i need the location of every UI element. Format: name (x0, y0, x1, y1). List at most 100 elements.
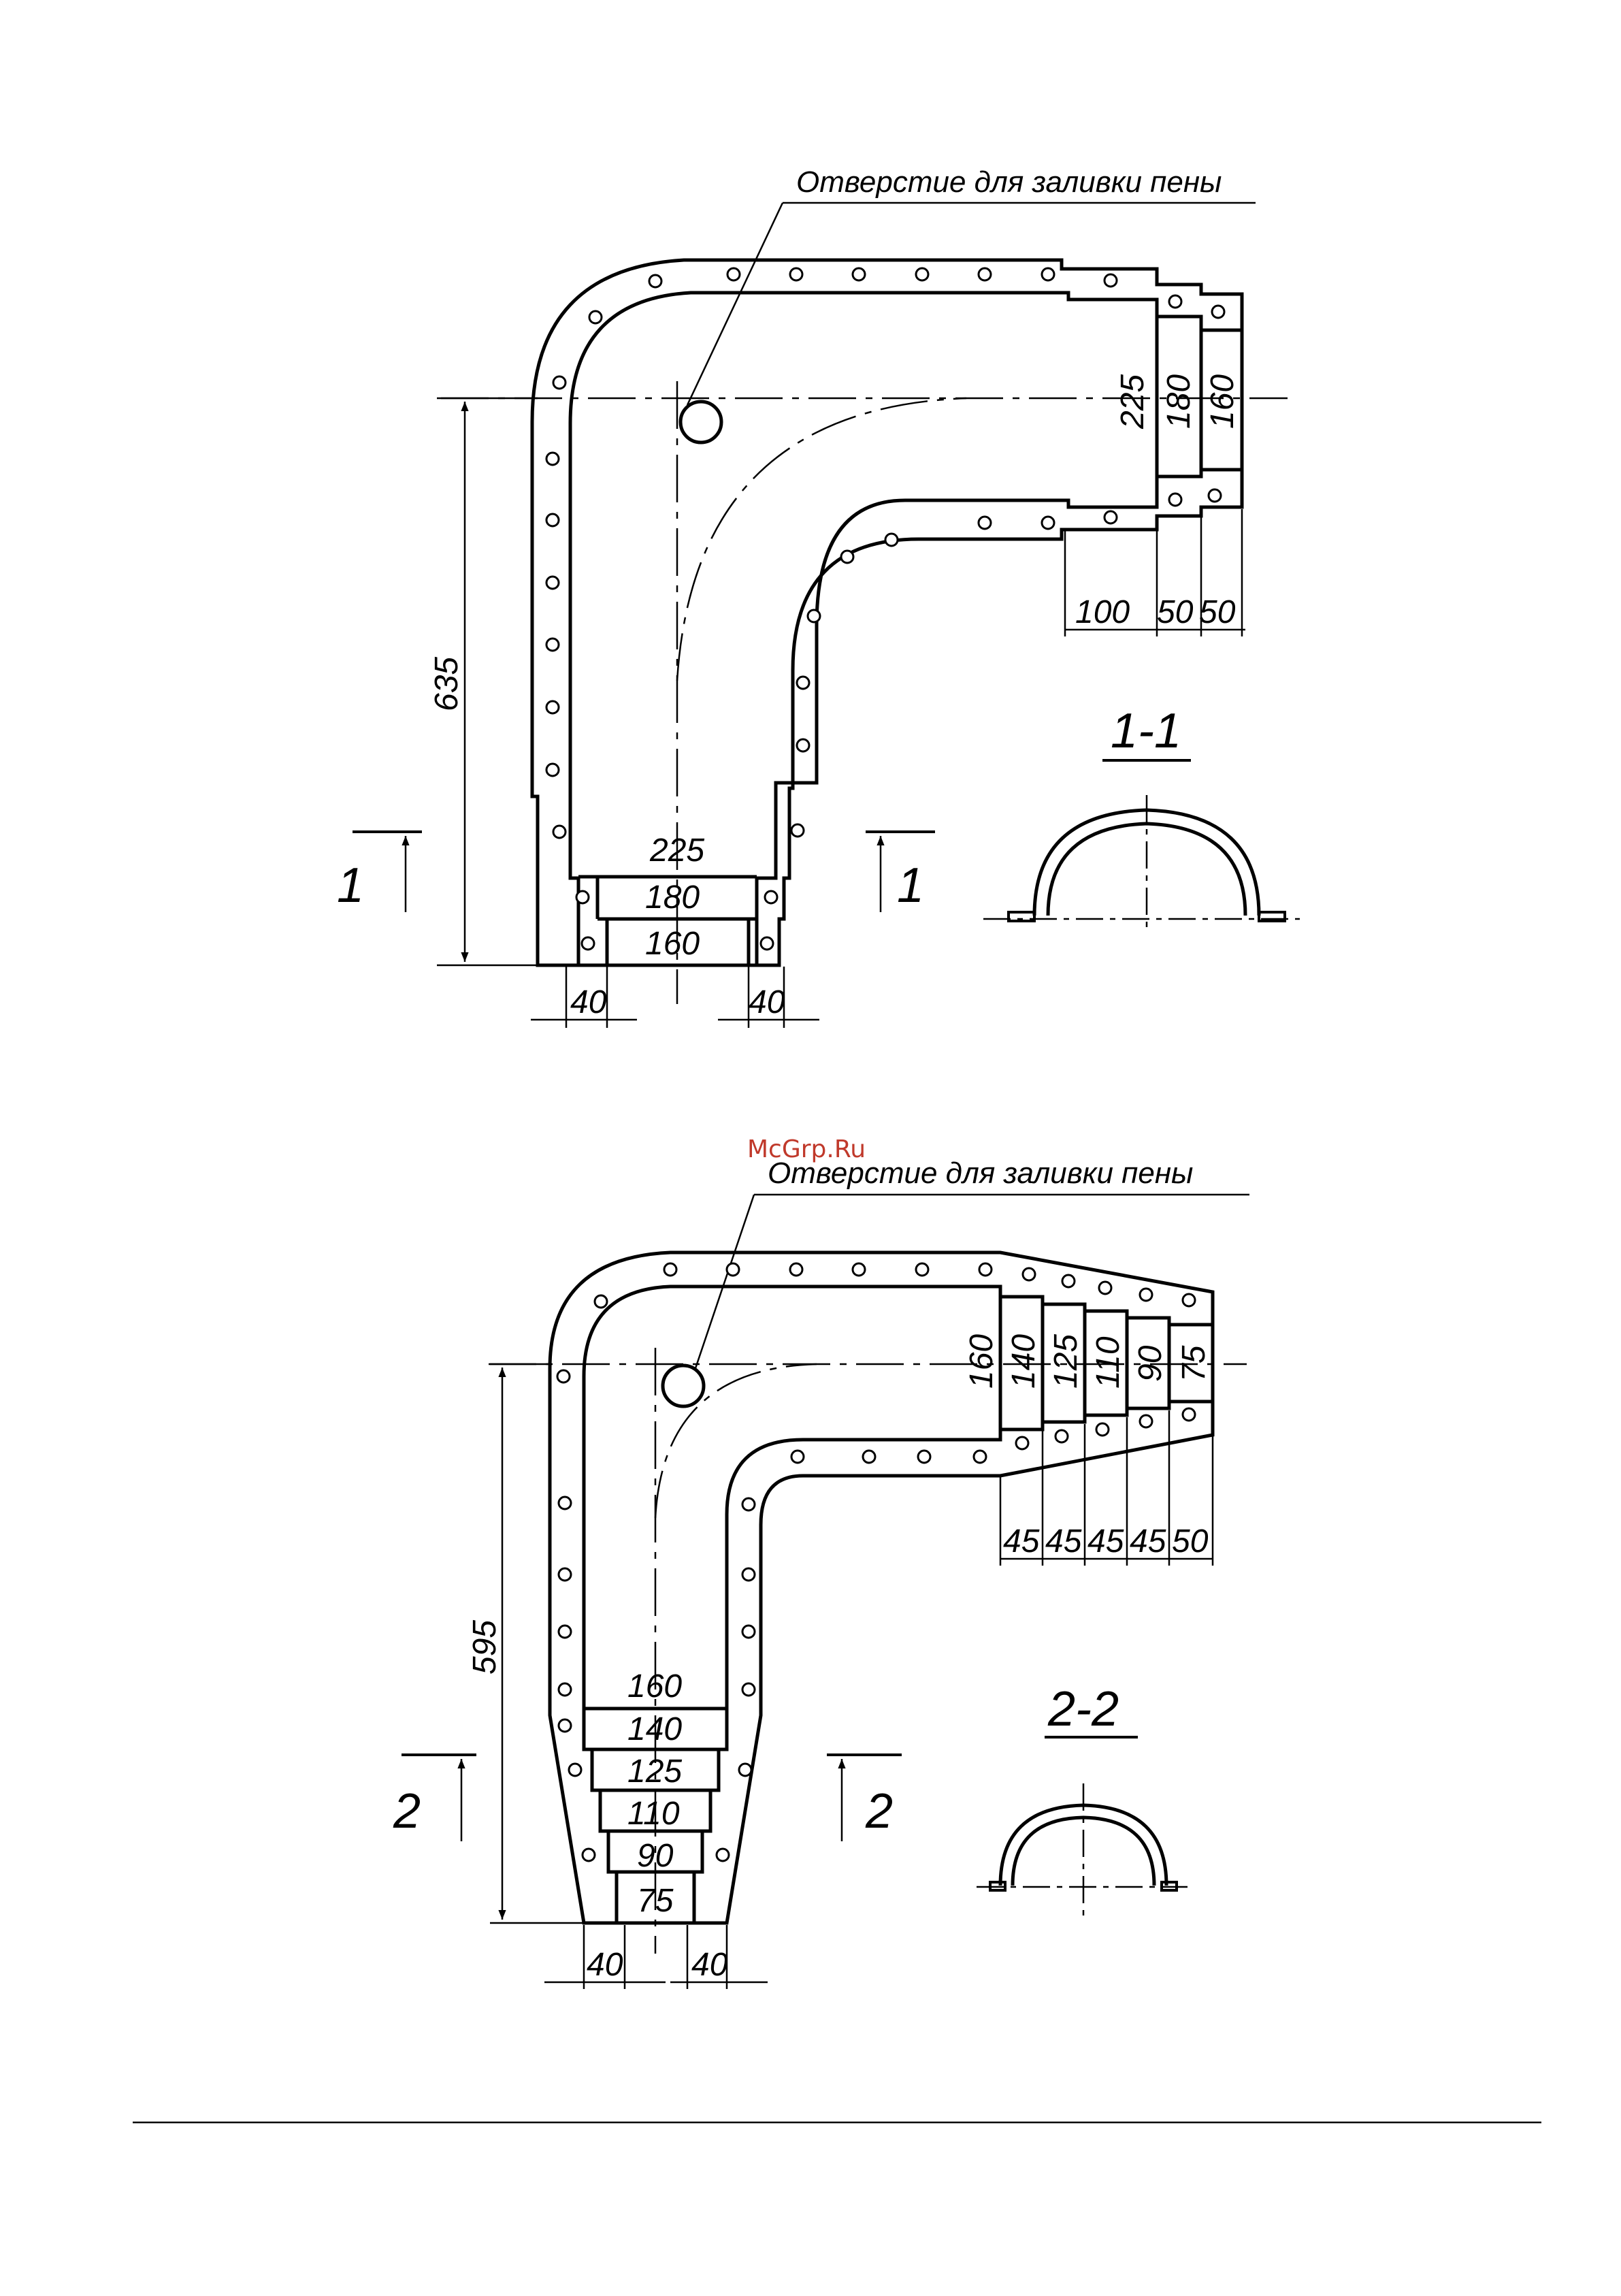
bolt-hole (791, 1451, 804, 1463)
bolt-hole (1140, 1415, 1152, 1427)
bottom-size-2-110: 110 (627, 1796, 680, 1832)
bolt-hole (1140, 1289, 1152, 1301)
bolt-hole (727, 268, 740, 280)
bottom-size-2-125: 125 (627, 1753, 682, 1790)
bolt-hole (664, 1263, 676, 1276)
right-size-1-180: 180 (1161, 374, 1197, 429)
bolt-hole (1209, 489, 1221, 502)
bolt-hole (546, 453, 559, 465)
cut-mark-1-left: 1 (337, 858, 364, 913)
bolt-hole (1212, 306, 1224, 318)
bolt-hole (1104, 274, 1117, 287)
bolt-hole (853, 1263, 865, 1276)
bolt-hole (797, 677, 809, 689)
dim-overall-2: 595 (467, 1620, 503, 1675)
bottom-size-2-75: 75 (637, 1883, 674, 1919)
bolt-hole (569, 1764, 581, 1776)
section-1-1-profile (983, 795, 1300, 929)
bottom-size-1-160: 160 (645, 926, 700, 962)
right-step-2-c: 45 (1087, 1523, 1124, 1559)
elbow-1-outer-contour (532, 260, 1242, 965)
bolt-hole (1016, 1437, 1028, 1449)
bolt-hole (557, 1370, 570, 1383)
elbow-2-inner-contour (584, 1287, 1000, 1709)
section-2-2-profile (977, 1783, 1188, 1916)
cut-mark-2-left: 2 (393, 1784, 421, 1839)
bolt-hole (765, 891, 777, 903)
bolt-hole (546, 514, 559, 526)
bolt-hole (918, 1451, 930, 1463)
bolt-hole (979, 268, 991, 280)
right-step-1-a: 100 (1075, 594, 1130, 630)
right-size-2-160: 160 (964, 1334, 1000, 1389)
right-size-2-125: 125 (1048, 1334, 1084, 1389)
bolt-hole (1183, 1408, 1195, 1421)
bolt-hole (790, 268, 802, 280)
bottom-margin-1-right: 40 (749, 984, 785, 1020)
section-title-1-1: 1-1 (1111, 704, 1181, 758)
right-step-2-b: 45 (1045, 1523, 1082, 1559)
bolt-hole (583, 1849, 595, 1861)
bolt-hole (559, 1683, 571, 1696)
bolt-hole (742, 1568, 755, 1581)
right-step-2-a: 45 (1003, 1523, 1040, 1559)
bolt-hole (841, 551, 853, 563)
bolt-hole (553, 376, 566, 389)
bolt-hole (546, 577, 559, 589)
bolt-hole (761, 937, 773, 950)
bolt-hole (979, 1263, 992, 1276)
bolt-hole (559, 1497, 571, 1509)
bolt-hole (1042, 268, 1054, 280)
bolt-hole (1169, 494, 1181, 506)
bolt-hole (742, 1498, 755, 1510)
bottom-size-2-160: 160 (627, 1668, 682, 1704)
dim-overall-1: 635 (429, 657, 465, 711)
bolt-hole (595, 1295, 607, 1308)
bottom-size-1-225: 225 (649, 832, 704, 869)
bolt-hole (1023, 1268, 1035, 1280)
right-size-2-110: 110 (1090, 1336, 1126, 1389)
bolt-hole (589, 311, 602, 323)
cut-mark-1-right: 1 (897, 858, 924, 913)
bolt-hole (791, 824, 804, 837)
bolt-hole (546, 701, 559, 713)
bottom-margin-2-left: 40 (587, 1947, 623, 1983)
bolt-hole (1055, 1430, 1068, 1442)
bolt-hole (739, 1764, 751, 1776)
right-step-1-c: 50 (1199, 594, 1236, 630)
bolt-hole (1096, 1423, 1109, 1436)
bolt-hole (559, 1719, 571, 1732)
bolt-hole (974, 1451, 986, 1463)
bolt-hole (790, 1263, 802, 1276)
bolt-hole (979, 517, 991, 529)
right-size-2-140: 140 (1006, 1334, 1042, 1389)
bolt-hole (546, 764, 559, 776)
callout-label-1: Отверстие для заливки пены (796, 165, 1222, 199)
elbow-1-centre-lines (441, 381, 1288, 1004)
bolt-hole (649, 275, 661, 287)
bolt-hole (797, 739, 809, 751)
bolt-hole (1169, 295, 1181, 308)
right-step-2-d: 45 (1130, 1523, 1166, 1559)
section-title-2-2: 2-2 (1047, 1682, 1119, 1736)
bolt-hole (582, 937, 594, 950)
bolt-hole (916, 268, 928, 280)
bolt-hole (863, 1451, 875, 1463)
drawing-2 (402, 1195, 1249, 1989)
cut-mark-2-right: 2 (865, 1784, 893, 1839)
right-size-1-225: 225 (1115, 374, 1151, 430)
right-size-2-75: 75 (1176, 1345, 1212, 1382)
bolt-hole (559, 1568, 571, 1581)
bolt-hole (546, 638, 559, 651)
bolt-hole (1183, 1294, 1195, 1306)
bolt-hole (742, 1626, 755, 1638)
bottom-size-1-180: 180 (645, 879, 700, 916)
bolt-hole (1104, 511, 1117, 523)
bolt-hole (553, 826, 566, 838)
bolt-hole (885, 534, 898, 546)
bolt-hole (1042, 517, 1054, 529)
right-step-2-e: 50 (1172, 1523, 1209, 1559)
bolt-hole (576, 891, 589, 903)
